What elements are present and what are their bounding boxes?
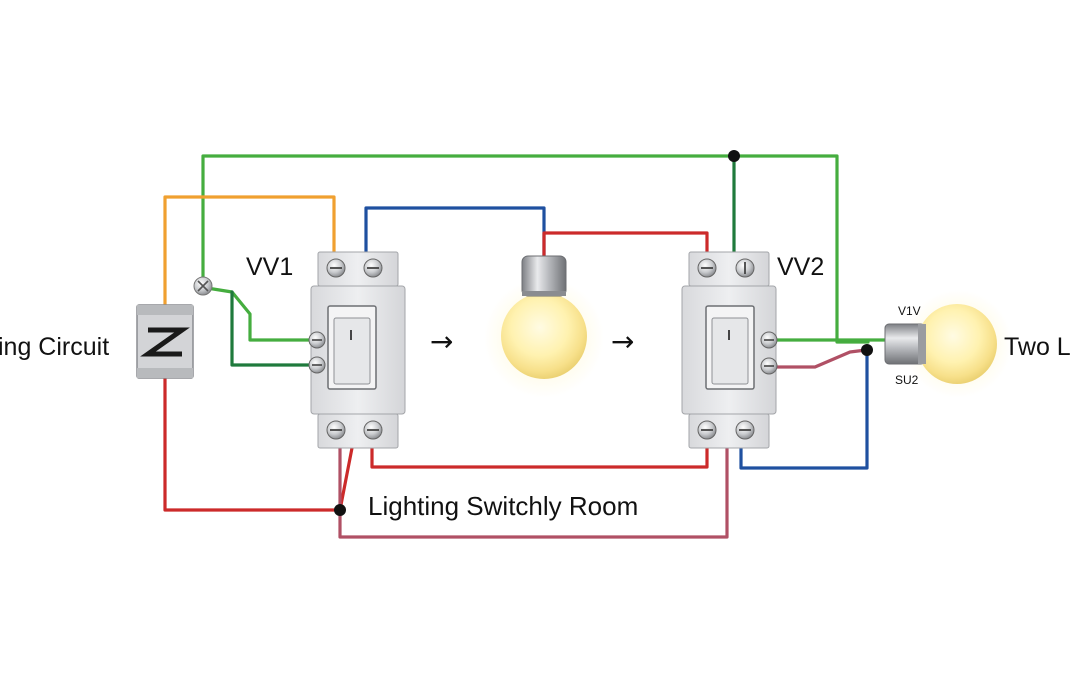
junction-dot [728, 150, 740, 162]
red-wire-top [542, 231, 709, 292]
right-lamp-label: Two L [1004, 333, 1071, 361]
screw-icon [697, 258, 778, 440]
wires [163, 154, 887, 539]
left-circuit-label: ing Circuit [0, 333, 109, 361]
green-wire-top [201, 154, 870, 344]
center-light-bulb-icon [484, 255, 604, 398]
arrow-right-icon: → [611, 325, 634, 358]
circuit-breaker-icon [136, 276, 213, 379]
maroon-wire-switch2-out [768, 348, 868, 369]
socket-bottom-label: SU2 [895, 373, 919, 387]
socket-top-label: V1V [898, 304, 921, 318]
orange-wire [163, 195, 336, 307]
maroon-wire-bottom [338, 446, 729, 539]
junction-dot [334, 504, 346, 516]
switch2-label: VV2 [777, 253, 824, 281]
switch1-two-way-switch-icon[interactable] [308, 251, 406, 449]
junction-dots [334, 150, 873, 516]
room-caption: Lighting Switchly Room [368, 491, 638, 521]
blue-wire-top [364, 206, 546, 260]
dark-green-wire-switch1 [230, 290, 318, 367]
blue-wire-right [739, 350, 869, 470]
arrow-right-icon: → [430, 325, 453, 358]
red-wire-bottom [370, 443, 709, 469]
right-light-bulb-icon [884, 290, 1012, 398]
switch1-label: VV1 [246, 253, 293, 281]
switch2-two-way-switch-icon[interactable] [681, 251, 778, 449]
green-wire-switch1 [205, 286, 318, 342]
screw-icon [308, 258, 383, 440]
red-wire-left [163, 376, 354, 512]
junction-dot [861, 344, 873, 356]
